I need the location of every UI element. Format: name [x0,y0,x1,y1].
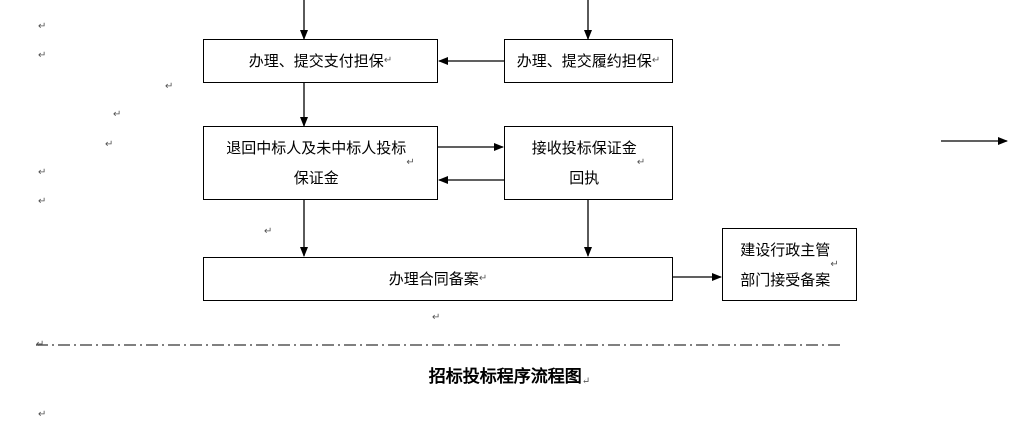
paragraph-mark-icon: ↵ [383,55,393,66]
node-submit-performance-guarantee-label: 办理、提交履约担保 [516,52,652,70]
paragraph-mark-icon: ↵ [113,109,122,120]
paragraph-mark-icon: ↵ [38,21,47,32]
paragraph-mark-icon: ↵ [38,167,47,178]
paragraph-mark-icon: ↵ [38,50,47,61]
paragraph-mark-icon: ↵ [105,139,114,150]
paragraph-mark-icon: ↵ [636,157,646,168]
node-return-bid-bonds-label: 退回中标人及未中标人投标 保证金 [226,139,407,187]
paragraph-mark-icon: ↵ [651,55,661,66]
paragraph-mark-icon: ↵ [38,409,47,420]
diagram-title-text: 招标投标程序流程图 [428,367,582,387]
node-contract-filing: 办理合同备案↵ [203,257,673,301]
diagram-title: 招标投标程序流程图↵ [0,362,1019,387]
node-receive-bid-bond-receipt: 接收投标保证金 回执↵ [504,126,673,200]
node-submit-payment-guarantee-label: 办理、提交支付担保 [248,52,384,70]
paragraph-mark-icon: ↵ [478,273,488,284]
node-return-bid-bonds: 退回中标人及未中标人投标 保证金↵ [203,126,438,200]
node-receive-bid-bond-receipt-label: 接收投标保证金 回执 [531,139,637,187]
paragraph-mark-icon: ↵ [165,81,174,92]
node-authority-accepts-filing: 建设行政主管 部门接受备案↵ [722,228,857,301]
node-submit-performance-guarantee: 办理、提交履约担保↵ [504,39,673,83]
paragraph-mark-icon: ↵ [581,376,591,387]
paragraph-mark-icon: ↵ [264,226,273,237]
paragraph-mark-icon: ↵ [406,157,415,168]
node-contract-filing-label: 办理合同备案 [388,270,479,288]
paragraph-mark-icon: ↵ [830,258,839,270]
paragraph-mark-icon: ↵ [36,339,45,350]
paragraph-mark-icon: ↵ [432,312,441,323]
paragraph-mark-icon: ↵ [38,196,47,207]
node-authority-accepts-filing-label: 建设行政主管 部门接受备案 [740,240,831,289]
node-submit-payment-guarantee: 办理、提交支付担保↵ [203,39,438,83]
